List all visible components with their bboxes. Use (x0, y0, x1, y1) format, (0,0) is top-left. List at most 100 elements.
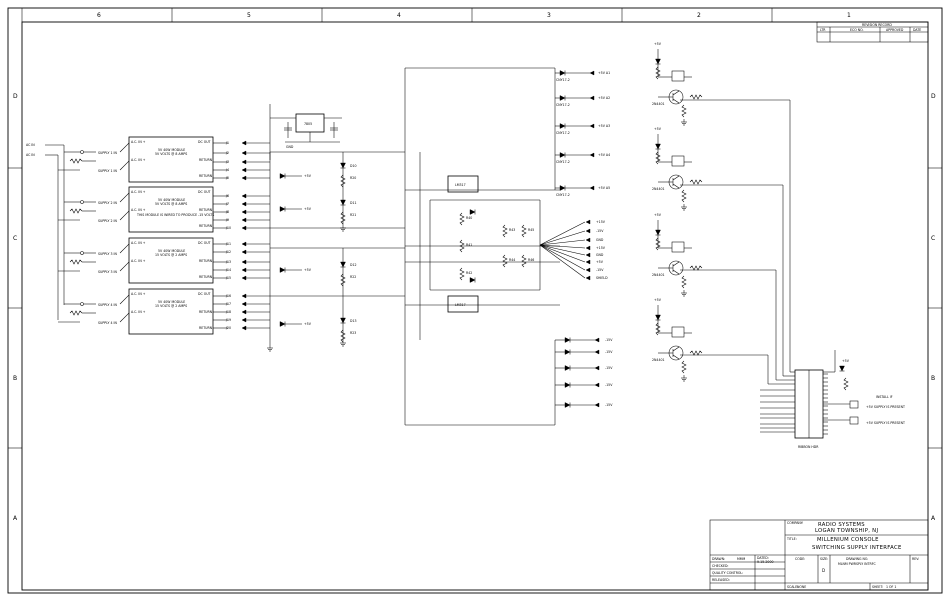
center-resistor-2 (340, 211, 346, 225)
bank-pin-label: J5 (225, 176, 229, 180)
supply-module-box (128, 136, 214, 183)
drawing-title-line2: SWITCHING SUPPLY INTERFACE (812, 545, 902, 551)
indicator-led-label: +5V (304, 174, 312, 178)
size-label: SIZE: (820, 557, 828, 561)
module-ac-in-label: A.C. IN + (131, 259, 146, 263)
driver-led (655, 314, 661, 321)
zone-row-c-left: C (13, 235, 17, 242)
module-name: 5V 40W MODULE (158, 198, 185, 202)
ribbon-protect-diode (839, 365, 845, 372)
base-resistor (689, 265, 703, 271)
emitter-resistor (681, 275, 687, 289)
module-name: 5V 40W MODULE (158, 148, 185, 152)
lower-output-label: -15V (605, 350, 613, 354)
size-value: D (822, 568, 825, 573)
connector-arrow-symbol (241, 301, 247, 307)
wire (119, 192, 130, 203)
zone-row-c-right: C (931, 235, 935, 242)
zone-col-2: 2 (697, 12, 701, 19)
lower-output-diode-1 (564, 337, 571, 343)
lower-output-label: -15V (605, 338, 613, 342)
company-name: RADIO SYSTEMS (818, 522, 865, 528)
upper-output-label: +5V A5 (598, 186, 610, 190)
zone-col-1: 1 (847, 12, 851, 19)
connector-arrow-symbol (241, 249, 247, 255)
relay-coil (671, 70, 685, 82)
bank-pin-label: J8 (225, 210, 229, 214)
lower-output-diode-2 (564, 349, 571, 355)
wire (539, 244, 586, 271)
connector-arrow-symbol (241, 309, 247, 315)
regulator-resistor-label: R43 (509, 228, 515, 232)
driver-vcc-label: +5V (654, 298, 662, 302)
module-rating: 15 VOLTS @ 2 AMPS (155, 304, 187, 308)
fuse-symbol (69, 310, 83, 316)
connector-arrow-symbol (585, 275, 591, 281)
ribbon-connector: RIBBON HDR INSTALL IF +5V SUPPLY IS PRES… (680, 99, 905, 449)
checked-label: CHECKED: (712, 564, 729, 568)
driver-vcc-label: +5V (654, 213, 662, 217)
optocoupler-label: CNY17-2 (556, 103, 570, 107)
connector-arrow-symbol (585, 228, 591, 234)
connector-arrow-symbol (594, 349, 600, 355)
fuse-symbol (69, 158, 83, 164)
regulator-resistor-1 (459, 212, 465, 226)
upper-output-label: +5V A2 (598, 96, 610, 100)
revision-col-ltr: LTR (820, 28, 826, 32)
connector-arrow-symbol (241, 193, 247, 199)
driver-vcc-label: +5V (654, 42, 662, 46)
bank-pin-label: J14 (225, 268, 231, 272)
upper-output-label: +5V A4 (598, 153, 610, 157)
connector-arrow-symbol (589, 95, 595, 101)
connector-arrow-symbol (594, 402, 600, 408)
module-ac-in-label: A.C. IN + (131, 310, 146, 314)
lower-output-label: -15V (605, 383, 613, 387)
company-location: LOGAN TOWNSHIP, NJ (815, 528, 878, 534)
wire (672, 261, 680, 267)
module-dc-out-label: DC OUT (198, 190, 211, 194)
dated-value: 9-15-2000 (757, 560, 774, 564)
connector-arrow-symbol (594, 337, 600, 343)
dated-label: DATED: (757, 556, 769, 560)
connector-arrow-symbol (241, 150, 247, 156)
transistor-label: 2N4401 (652, 102, 665, 106)
wire (119, 243, 130, 254)
connector-arrow-symbol (585, 245, 591, 251)
zone-col-4: 4 (397, 12, 401, 19)
upper-output-diode-4 (559, 152, 566, 158)
driver-resistor (655, 151, 661, 165)
module-ac-in-label: A.C. IN + (131, 190, 146, 194)
regulator-resistor-label: R44 (509, 258, 515, 262)
wire (119, 261, 130, 272)
indicator-led-4 (279, 321, 286, 327)
bank-pin-label: J10 (225, 226, 231, 230)
switch-contact (80, 200, 84, 204)
fuse-symbol (69, 259, 83, 265)
main-bus-wiring (270, 67, 560, 426)
wire (672, 354, 680, 360)
driver-vcc-label: +5V (654, 127, 662, 131)
zone-row-a-left: A (13, 515, 18, 522)
module-dc-out-label: DC OUT (198, 140, 211, 144)
center-diode-label: D11 (350, 201, 357, 205)
bank-pin-label: J13 (225, 260, 231, 264)
connector-arrow-symbol (241, 225, 247, 231)
center-resistor-label: R23 (350, 331, 356, 335)
bank-pin-label: J9 (225, 218, 229, 222)
sheet-label: SHEET: (872, 585, 883, 589)
connector-arrow-symbol (241, 275, 247, 281)
drawn-label: DRAWN: (712, 557, 725, 561)
connector-arrow-symbol (589, 185, 595, 191)
regulator-gnd-label: GND (286, 145, 294, 149)
wire (539, 244, 586, 249)
regulator-resistor-label: R46 (528, 258, 534, 262)
center-resistor-4 (340, 329, 346, 343)
ribbon-resistor (843, 377, 849, 391)
revision-col-eco: ECO NO. (850, 28, 864, 32)
bank-pin-label: J16 (225, 294, 231, 298)
